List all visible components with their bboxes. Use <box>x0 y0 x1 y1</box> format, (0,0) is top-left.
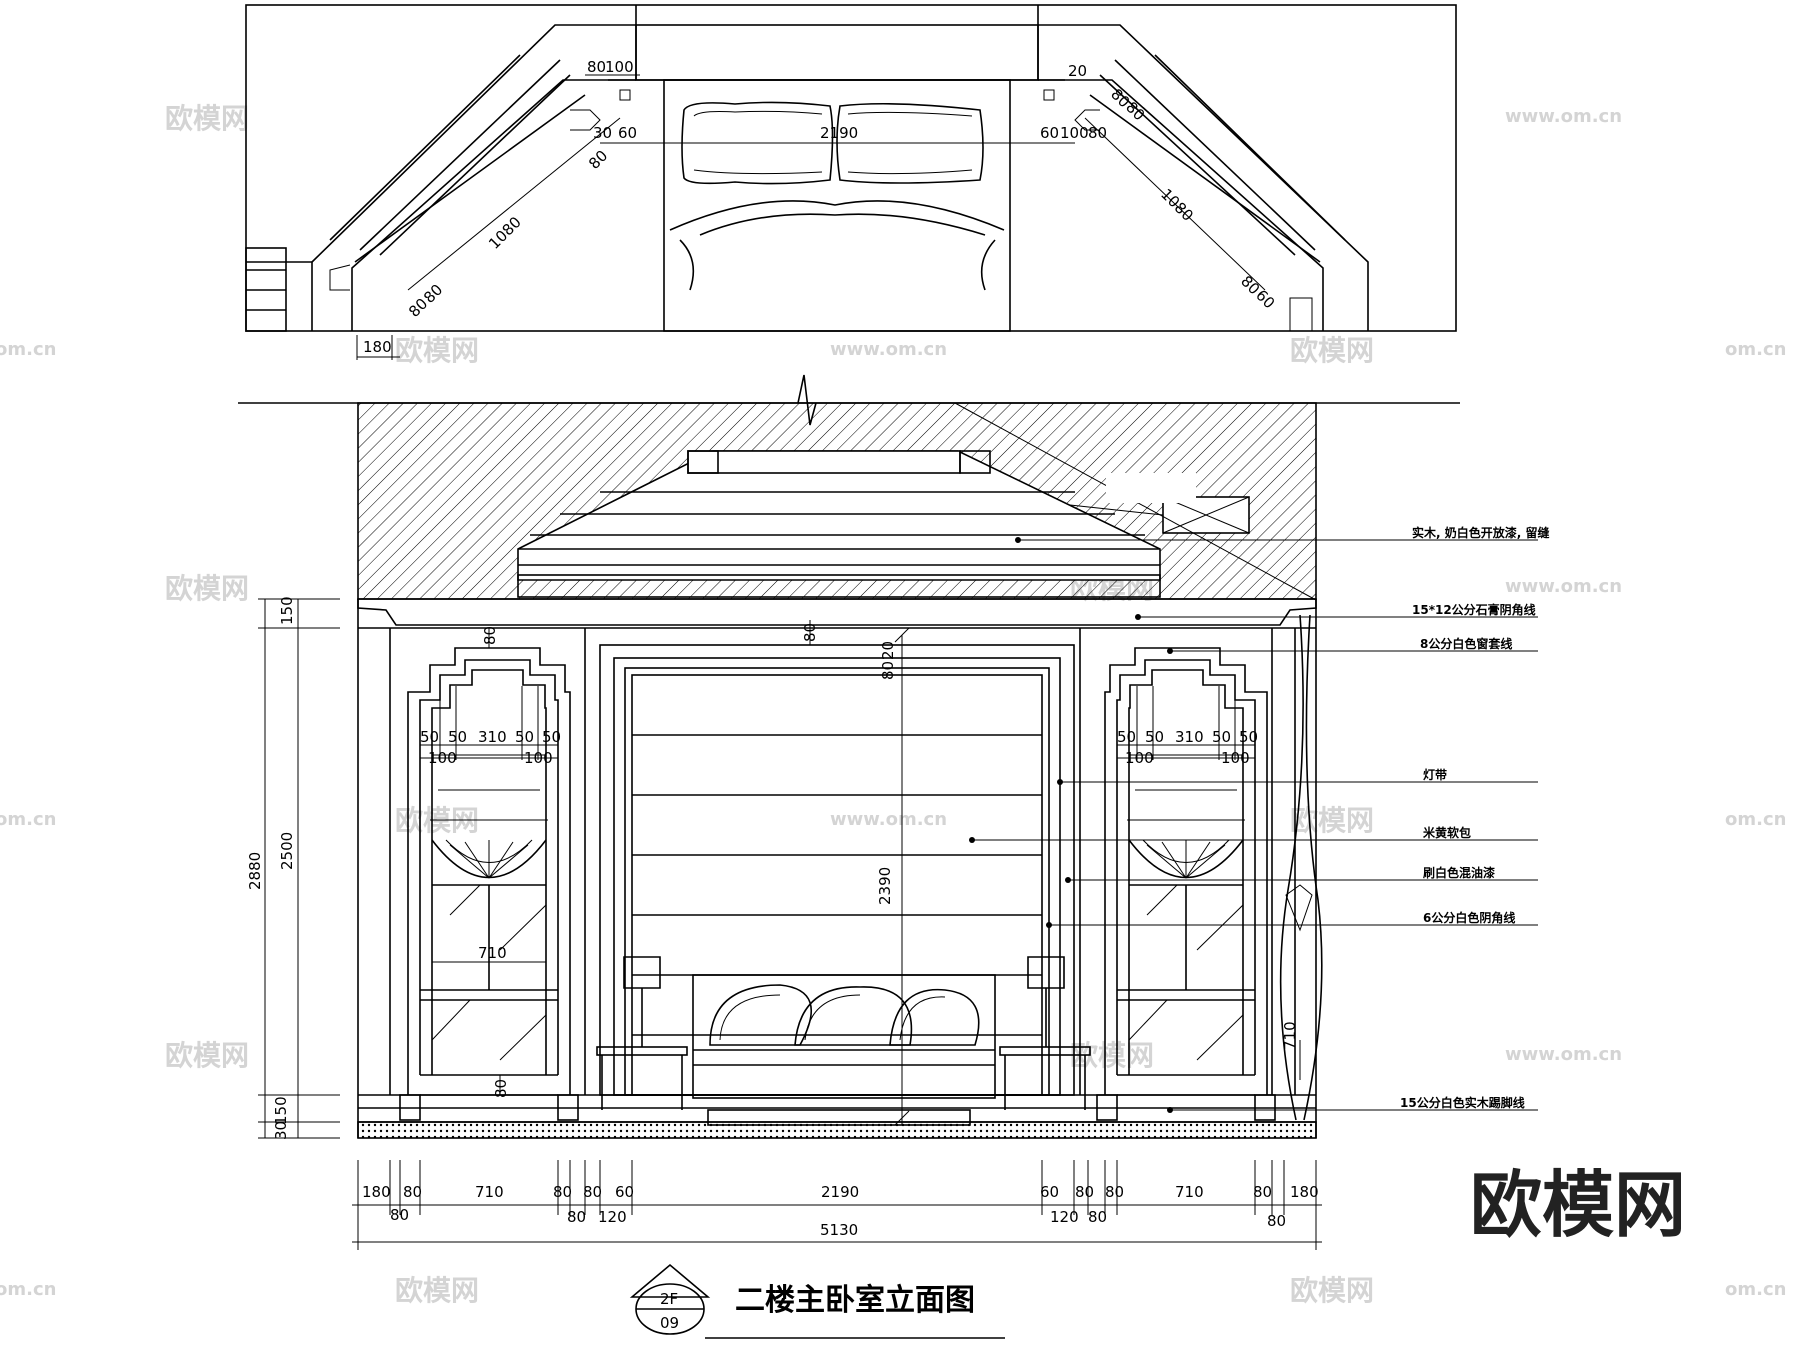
watermark-url: om.cn <box>1725 809 1786 830</box>
watermark-url: om.cn <box>0 1279 56 1300</box>
watermark-url: om.cn <box>0 339 56 360</box>
watermark-url: om.cn <box>1725 339 1786 360</box>
watermark-cn: 欧模网 <box>1290 1274 1374 1307</box>
dim-middle-height: 2500 <box>278 832 296 870</box>
dim-h-5: 60 <box>615 1183 634 1201</box>
dim-h-12: 180 <box>1290 1183 1319 1201</box>
watermark-cn: 欧模网 <box>165 102 249 135</box>
watermark-url: om.cn <box>1725 1279 1786 1300</box>
plan-dim-20: 20 <box>1068 62 1087 80</box>
dim-window-d: 50 <box>1212 728 1231 746</box>
annotation-window-trim: 8公分白色窗套线 <box>1420 636 1512 651</box>
annotation-upholstery: 米黄软包 <box>1423 825 1471 840</box>
dim-h-sub-1: 80 <box>567 1208 586 1226</box>
dim-top-150: 150 <box>278 596 296 625</box>
annotation-light-strip: 灯带 <box>1423 767 1447 782</box>
brand-logo: 欧模网 <box>1470 1163 1686 1247</box>
plan-dim-100: 100 <box>605 58 634 76</box>
annotation-corner-line: 6公分白色阴角线 <box>1423 910 1515 925</box>
watermark-url: www.om.cn <box>1505 1044 1622 1065</box>
plan-dim-80: 80 <box>585 147 611 173</box>
plan-dim-60: 60 <box>1040 124 1059 142</box>
dim-center-sub: 20 <box>879 641 897 660</box>
dim-window-d: 50 <box>515 728 534 746</box>
drawing-title: 二楼主卧室立面图 <box>735 1283 975 1318</box>
dim-h-total: 5130 <box>820 1221 858 1239</box>
dim-h-9: 80 <box>1105 1183 1124 1201</box>
dim-h-sub-5: 80 <box>1267 1212 1286 1230</box>
dim-center-80: 80 <box>801 623 819 642</box>
plan-dim-100: 100 <box>1060 124 1089 142</box>
dim-center-height: 2390 <box>876 867 894 905</box>
watermark-cn: 欧模网 <box>165 572 249 605</box>
plan-dim-60: 60 <box>618 124 637 142</box>
dim-h-sub-2: 120 <box>598 1208 627 1226</box>
left-window: 710 50 50 310 50 50 100 100 80 80 <box>399 626 579 1121</box>
annotation-skirting: 15公分白色实木踢脚线 <box>1400 1095 1525 1110</box>
dim-h-0: 180 <box>362 1183 391 1201</box>
dim-h-11: 80 <box>1253 1183 1272 1201</box>
sheet-number-bottom: 09 <box>660 1314 679 1332</box>
watermark-url: www.om.cn <box>830 809 947 830</box>
dim-window-bottom: 80 <box>492 1079 510 1098</box>
dim-window-a: 50 <box>420 728 439 746</box>
dim-window-a: 50 <box>1117 728 1136 746</box>
dim-bottom-150: 150 <box>272 1096 290 1125</box>
dim-h-10: 710 <box>1175 1183 1204 1201</box>
watermark-url: www.om.cn <box>1505 106 1622 127</box>
dim-window-g: 100 <box>524 749 553 767</box>
dim-h-2: 710 <box>475 1183 504 1201</box>
dim-h-6: 2190 <box>821 1183 859 1201</box>
dim-window-b: 50 <box>1145 728 1164 746</box>
watermark-cn: 欧模网 <box>395 1274 479 1307</box>
watermark-cn: 欧模网 <box>165 1039 249 1072</box>
sheet-number-top: 2F <box>660 1290 678 1308</box>
dim-h-8: 80 <box>1075 1183 1094 1201</box>
watermark-cn: 欧模网 <box>1290 334 1374 367</box>
ceiling-plan: 2190 80 100 20 80 80 30 60 60 100 80 80 … <box>245 4 1457 360</box>
plan-dim-1080: 1080 <box>485 213 525 253</box>
annotation-paint: 刷白色混油漆 <box>1423 865 1495 880</box>
watermark-cn: 欧模网 <box>395 334 479 367</box>
watermark-url: www.om.cn <box>1505 576 1622 597</box>
annotation-cornice: 15*12公分石膏阴角线 <box>1412 602 1536 617</box>
dim-window-f: 100 <box>428 749 457 767</box>
dim-window-f: 100 <box>1125 749 1154 767</box>
annotation-wood: 实木, 奶白色开放漆, 留缝 <box>1412 525 1549 540</box>
dim-window-g: 100 <box>1221 749 1250 767</box>
dim-h-3: 80 <box>553 1183 572 1201</box>
dim-bottom-30: 30 <box>272 1121 290 1140</box>
watermark-url: om.cn <box>0 809 56 830</box>
bed-elevation <box>596 956 1091 1126</box>
plan-dim-180: 180 <box>363 338 392 356</box>
bedroom-elevation: 2390 80 20 80 <box>238 374 1549 1250</box>
dim-center-top: 80 <box>879 661 897 680</box>
plan-dim-2190: 2190 <box>820 124 858 142</box>
plan-dim-80: 80 <box>1088 124 1107 142</box>
dim-h-sub-4: 80 <box>1088 1208 1107 1226</box>
dim-h-sub-0: 80 <box>390 1206 409 1224</box>
dim-window-e: 50 <box>1239 728 1258 746</box>
watermark-url: www.om.cn <box>830 339 947 360</box>
dim-total-height: 2880 <box>246 852 264 890</box>
dim-window-top: 80 <box>481 626 499 645</box>
dim-window-c: 310 <box>1175 728 1204 746</box>
dim-curtain: 710 <box>1281 1021 1299 1050</box>
dim-h-1: 80 <box>403 1183 422 1201</box>
dim-window-b: 50 <box>448 728 467 746</box>
plan-dim-80: 80 <box>587 58 606 76</box>
dim-window-c: 310 <box>478 728 507 746</box>
dim-h-4: 80 <box>583 1183 602 1201</box>
dim-h-sub-3: 120 <box>1050 1208 1079 1226</box>
right-window: 50 50 310 50 50 100 100 <box>1096 647 1276 1121</box>
title-block: 2F 09 二楼主卧室立面图 欧模网 <box>629 1163 1686 1339</box>
watermark-cn: 欧模网 <box>1290 804 1374 837</box>
dim-window-710: 710 <box>478 944 507 962</box>
dim-h-7: 60 <box>1040 1183 1059 1201</box>
dim-window-e: 50 <box>542 728 561 746</box>
